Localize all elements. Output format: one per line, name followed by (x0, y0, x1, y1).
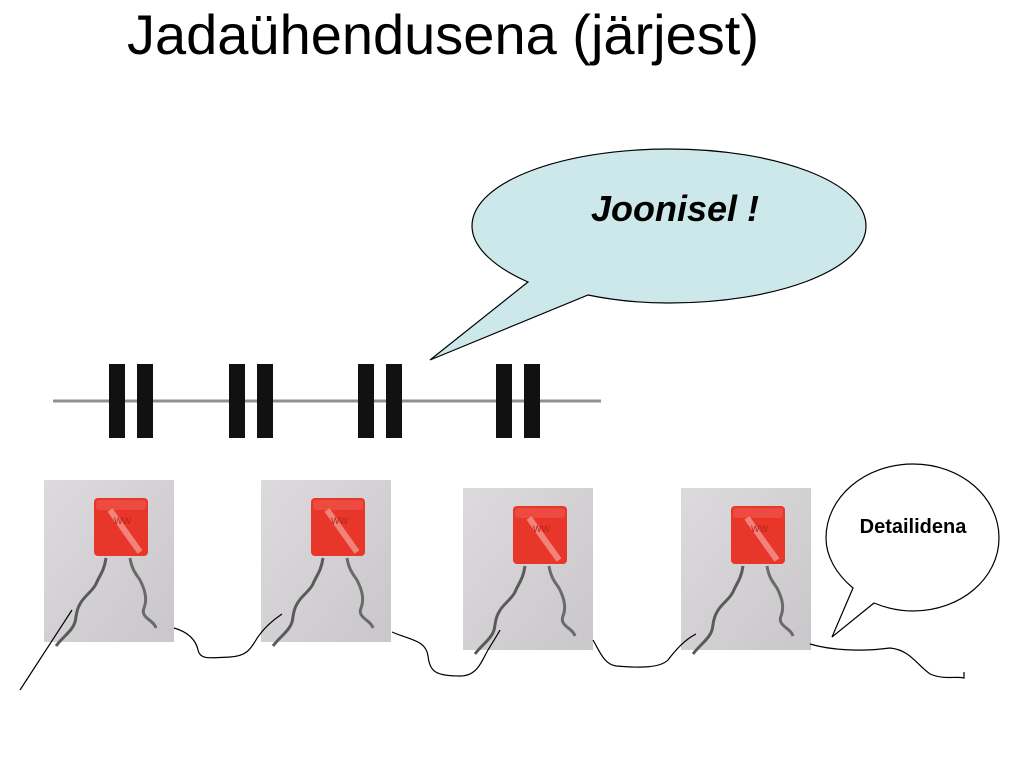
callout-bubble-diagram (429, 148, 867, 361)
callout-bubble-details (825, 463, 1000, 638)
capacitor-photo (261, 480, 391, 646)
callout-text-diagram: Joonisel ! (590, 188, 760, 229)
connecting-wire (809, 643, 965, 679)
connecting-wire (19, 609, 73, 691)
connecting-wire (391, 629, 501, 677)
connecting-wire (592, 633, 697, 668)
capacitor-photo (681, 488, 811, 654)
capacitor-photo (463, 488, 593, 654)
capacitor-photo (44, 480, 174, 646)
connecting-wire (173, 613, 283, 659)
slide-title: Jadaühendusena (järjest) (127, 3, 759, 66)
callout-text-details: Detailidena (859, 516, 967, 538)
